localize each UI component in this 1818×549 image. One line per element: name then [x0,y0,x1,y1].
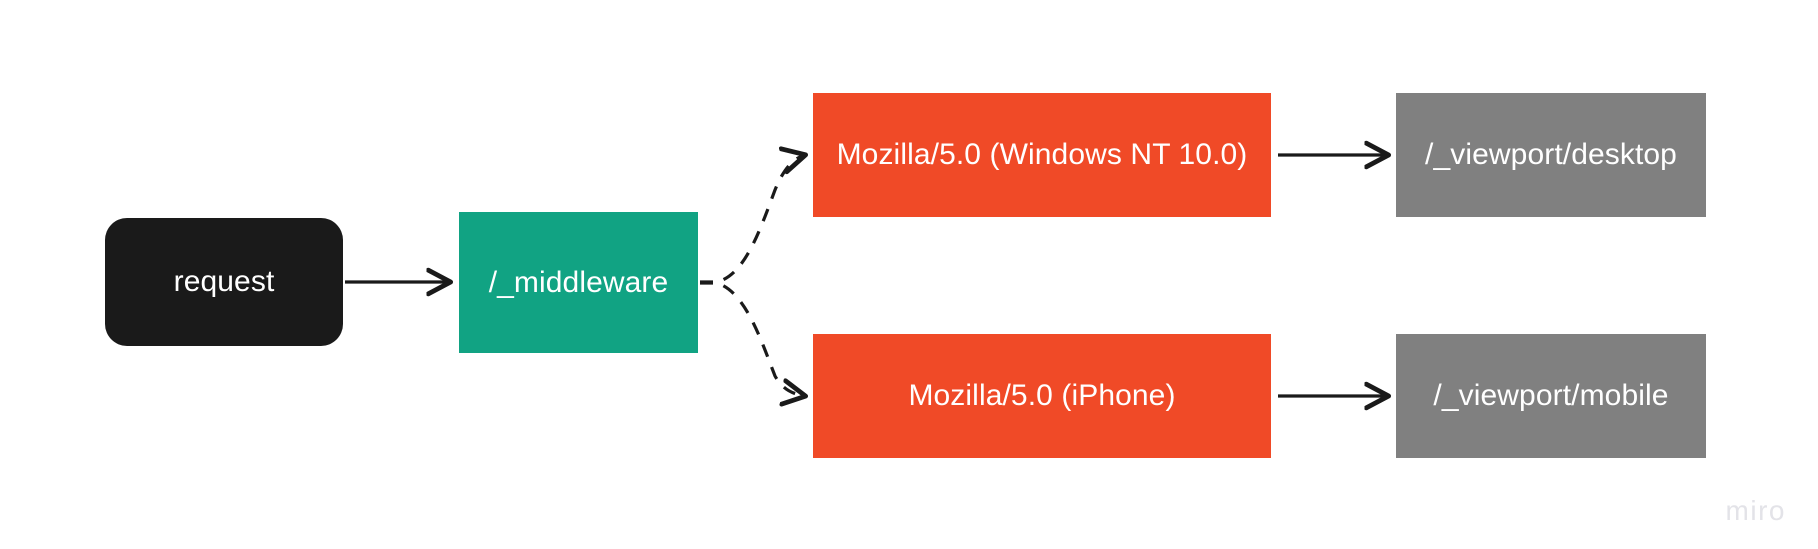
node-user-agent-mobile-label: Mozilla/5.0 (iPhone) [908,379,1176,412]
edge-middleware-to-ua-desktop [700,155,805,284]
edge-middleware-to-ua-mobile [700,281,805,396]
miro-watermark: miro [1725,495,1786,526]
node-request[interactable]: request [105,218,343,346]
node-viewport-mobile[interactable]: /_viewport/mobile [1396,334,1706,458]
node-request-label: request [173,265,275,298]
node-viewport-mobile-label: /_viewport/mobile [1433,379,1669,412]
node-user-agent-desktop[interactable]: Mozilla/5.0 (Windows NT 10.0) [813,93,1271,217]
node-user-agent-mobile[interactable]: Mozilla/5.0 (iPhone) [813,334,1271,458]
node-viewport-desktop[interactable]: /_viewport/desktop [1396,93,1706,217]
node-middleware-label: /_middleware [488,265,669,299]
node-middleware[interactable]: /_middleware [459,212,698,353]
node-user-agent-desktop-label: Mozilla/5.0 (Windows NT 10.0) [836,138,1248,171]
node-viewport-desktop-label: /_viewport/desktop [1425,138,1677,171]
